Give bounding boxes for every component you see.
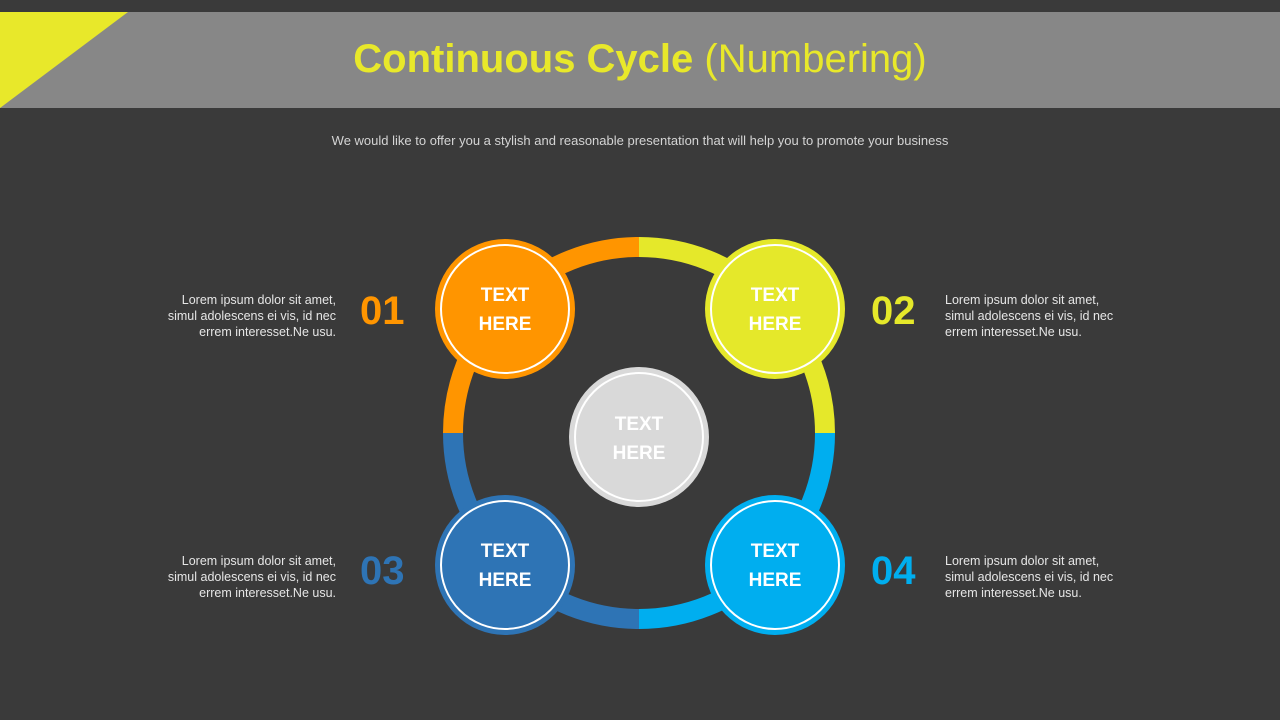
node-label-line1: TEXT [751,541,800,562]
node-label-line2: HERE [479,570,532,591]
center-label-line2: HERE [613,443,666,464]
center-node: TEXT HERE [569,367,709,507]
top-strip [0,0,1280,12]
desc-line: simul adolescens ei vis, id nec [945,570,1114,584]
cycle-node-03: TEXT HERE [435,495,575,635]
title-sub: (Numbering) [704,37,927,81]
desc-line: errem interesset.Ne usu. [945,586,1082,600]
center-label-line1: TEXT [615,414,664,435]
desc-line: simul adolescens ei vis, id nec [167,309,336,323]
desc-line: Lorem ipsum dolor sit amet, [181,293,336,307]
title-main: Continuous Cycle [353,37,694,81]
header-corner-accent [0,12,128,108]
step-number-03: 03 [360,549,405,593]
desc-line: Lorem ipsum dolor sit amet, [945,293,1100,307]
step-description-04: Lorem ipsum dolor sit amet, simul adoles… [945,553,1145,601]
desc-line: errem interesset.Ne usu. [199,325,336,339]
desc-line: errem interesset.Ne usu. [199,586,336,600]
node-label-line2: HERE [749,314,802,335]
node-label-line1: TEXT [751,285,800,306]
step-description-03: Lorem ipsum dolor sit amet, simul adoles… [136,553,336,601]
desc-line: Lorem ipsum dolor sit amet, [945,554,1100,568]
step-number-02: 02 [871,289,916,333]
step-description-01: Lorem ipsum dolor sit amet, simul adoles… [136,292,336,340]
page-title: Continuous Cycle (Numbering) [0,33,1280,85]
desc-line: errem interesset.Ne usu. [945,325,1082,339]
step-description-02: Lorem ipsum dolor sit amet, simul adoles… [945,292,1145,340]
step-number-04: 04 [871,549,916,593]
cycle-node-04: TEXT HERE [705,495,845,635]
node-label-line1: TEXT [481,541,530,562]
node-label-line2: HERE [749,570,802,591]
page-subtitle: We would like to offer you a stylish and… [331,133,949,148]
cycle-node-02: TEXT HERE [705,239,845,379]
desc-line: simul adolescens ei vis, id nec [167,570,336,584]
cycle-node-01: TEXT HERE [435,239,575,379]
desc-line: Lorem ipsum dolor sit amet, [181,554,336,568]
step-number-01: 01 [360,289,405,333]
node-label-line1: TEXT [481,285,530,306]
node-label-line2: HERE [479,314,532,335]
header-bar [0,12,1280,108]
desc-line: simul adolescens ei vis, id nec [945,309,1114,323]
